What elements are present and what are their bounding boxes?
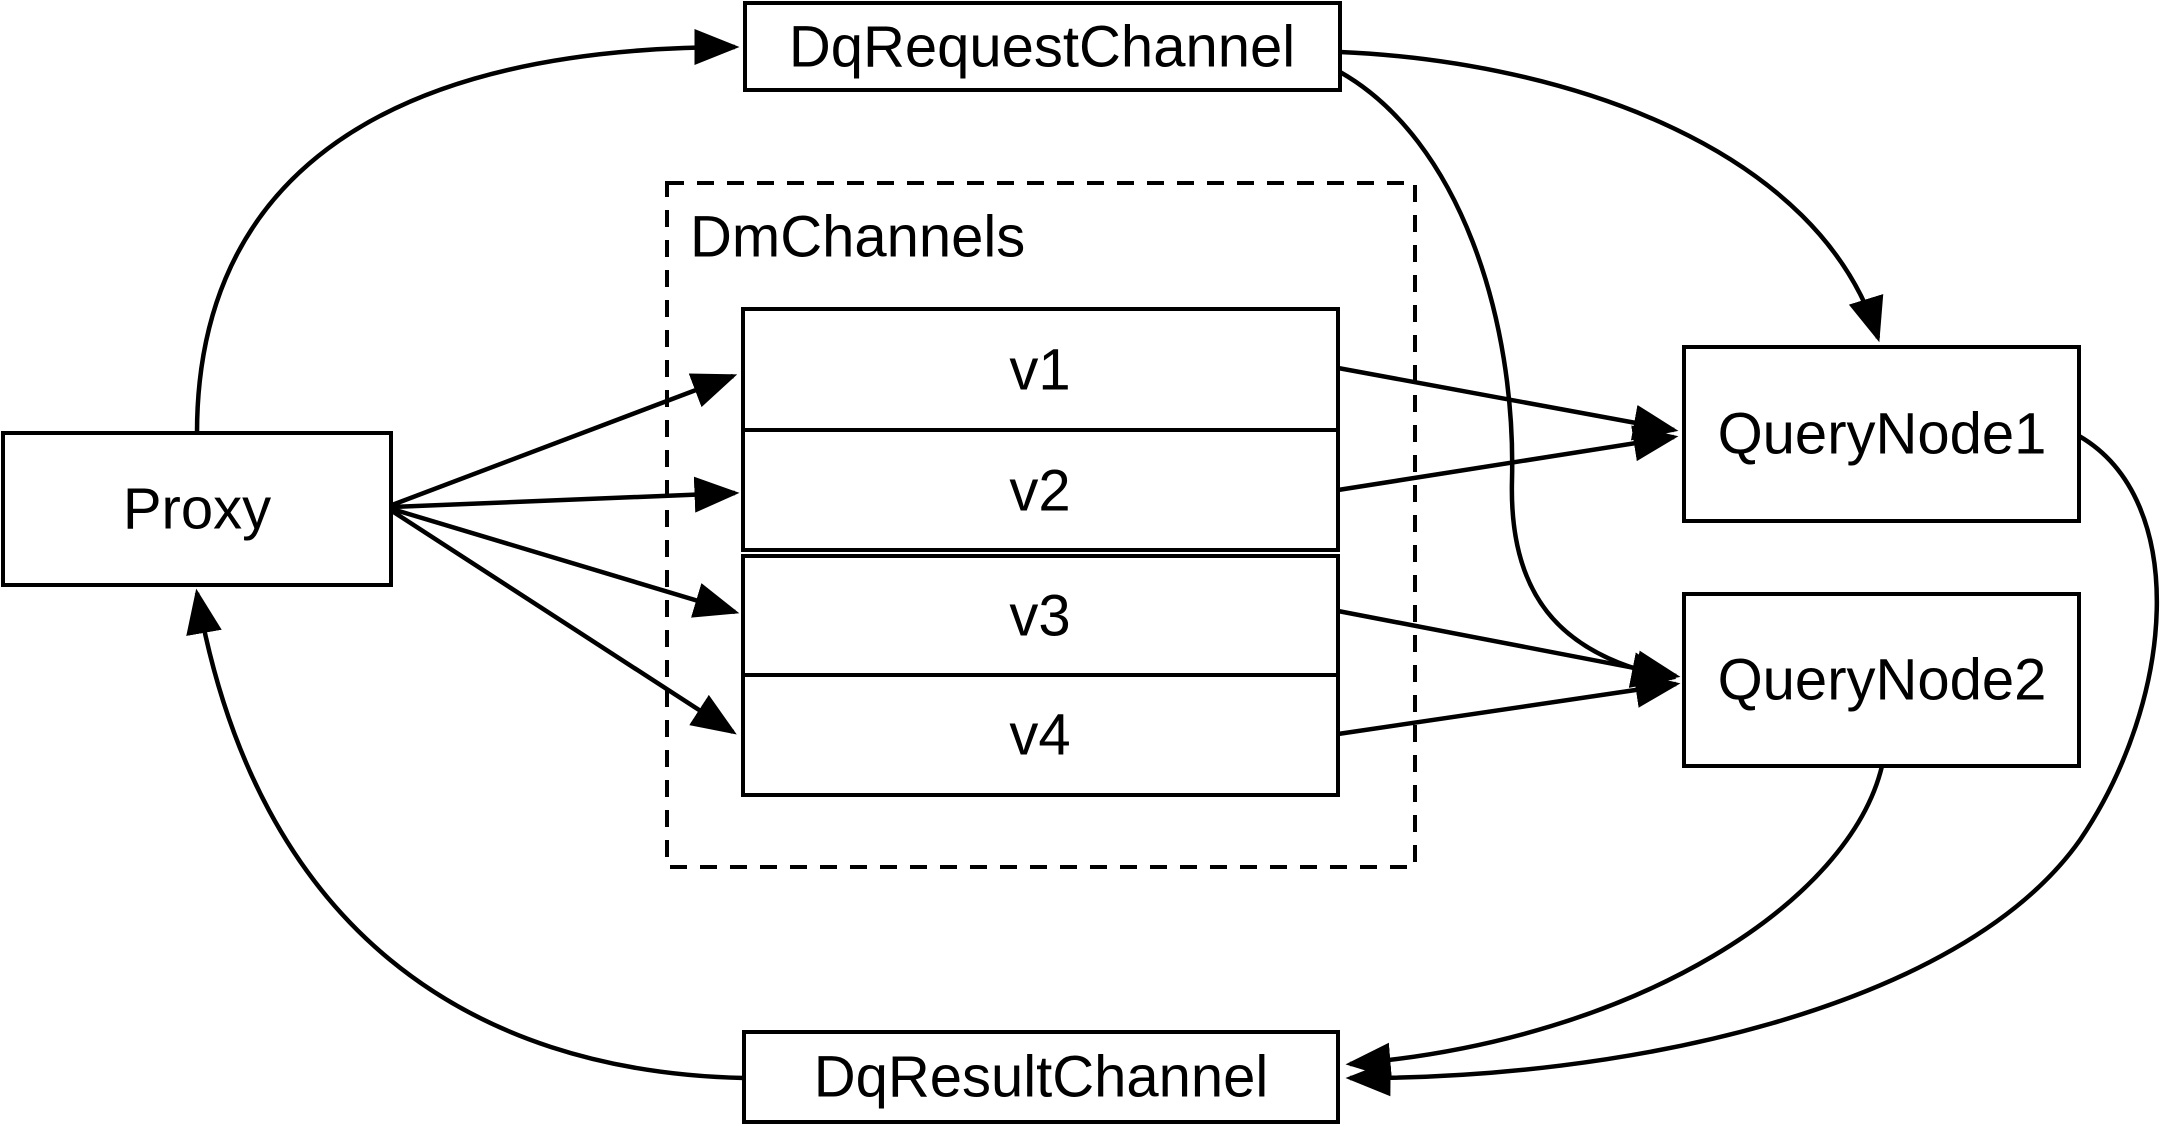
node-dqrequestchannel-box [743,1,1342,92]
edge-v4-to-querynode2 [1337,672,1681,737]
dmchannels-group: DmChannels [665,181,1417,869]
edge-layer [186,29,2160,1097]
channel-stack: v1 v2 v3 v4 [741,307,1340,797]
node-querynode2-label: QueryNode2 [1718,648,2047,713]
edge-v3-to-querynode2 [1337,608,1681,687]
node-v3-label: v3 [1009,584,1070,649]
edge-proxy-to-v1 [391,373,738,508]
edge-querynode2-to-dqresultchannel [1345,765,1885,1079]
node-querynode2-box [1682,592,2081,768]
node-dqresultchannel-label: DqResultChannel [814,1045,1269,1110]
edge-querynode1-to-dqresultchannel [1345,434,2160,1097]
node-proxy-label: Proxy [123,477,271,542]
node-dqresultchannel-box [742,1030,1340,1124]
node-v4-label: v4 [1009,703,1070,768]
edge-dqresultchannel-to-proxy [186,588,745,1081]
node-dqresultchannel: DqResultChannel [742,1030,1340,1124]
edge-v1-to-querynode1 [1337,365,1679,441]
edge-proxy-to-v4 [390,509,737,735]
dmchannels-group-border [665,181,1417,869]
node-querynode2: QueryNode2 [1682,592,2081,768]
edge-proxy-to-v3 [391,506,740,618]
node-dqrequestchannel: DqRequestChannel [743,1,1342,92]
node-proxy: Proxy [1,431,393,587]
edge-dqrequestchannel-to-querynode1 [1339,49,1884,343]
edge-dqrequestchannel-to-querynode2 [1338,70,1677,688]
edge-v2-to-querynode1 [1337,425,1679,493]
edge-proxy-to-v2 [391,476,740,513]
node-proxy-box [1,431,393,587]
node-dqrequestchannel-label: DqRequestChannel [789,15,1295,80]
node-v1-label: v1 [1009,338,1070,403]
node-querynode1-label: QueryNode1 [1718,402,2047,467]
dmchannels-group-label: DmChannels [690,205,1025,270]
node-querynode1: QueryNode1 [1682,345,2081,523]
edge-proxy-to-dqrequestchannel [194,29,740,434]
node-v2-label: v2 [1009,459,1070,524]
node-querynode1-box [1682,345,2081,523]
